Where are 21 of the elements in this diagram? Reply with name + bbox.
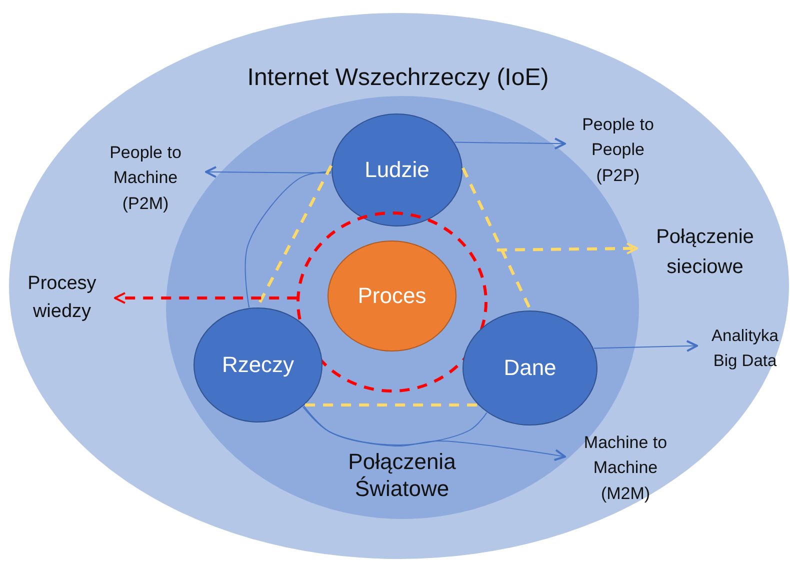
connector-line: [244, 171, 332, 308]
arrow: [304, 406, 566, 461]
connection-label: Połączenie sieciowe: [655, 225, 755, 280]
connection-label: Procesy wiedzy: [26, 272, 98, 324]
dashed-line: [305, 404, 478, 406]
title-text: Internet Wszechrzeczy (IoE): [247, 63, 549, 93]
dashed-arrow: [496, 242, 638, 254]
node-label: Ludzie: [364, 156, 430, 184]
node-label: Dane: [504, 354, 556, 382]
connector-line: [302, 406, 488, 446]
node-label: Proces: [358, 282, 426, 310]
arrow: [593, 340, 698, 352]
node-label: Rzeczy: [222, 351, 294, 379]
ellipse-label: Połączenia Światowe: [347, 448, 457, 502]
dashed-arrow: [114, 292, 298, 304]
connection-label: Machine to Machine (M2M): [582, 432, 668, 505]
arrow: [454, 138, 566, 150]
connection-label: People to Machine (P2M): [108, 142, 182, 215]
connection-label: Analityka Big Data: [710, 326, 780, 372]
arrow: [205, 166, 332, 178]
connection-label: People to People (P2P): [581, 114, 655, 187]
